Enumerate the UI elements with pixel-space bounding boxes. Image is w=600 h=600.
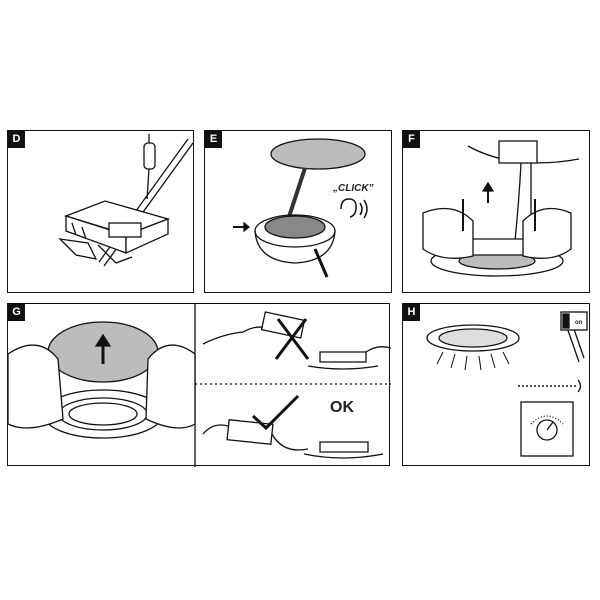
check-icon bbox=[251, 394, 300, 431]
junction-box-icon bbox=[58, 200, 171, 264]
left-hand bbox=[8, 344, 64, 429]
right-hand bbox=[145, 344, 196, 429]
panel-f-badge: F bbox=[403, 131, 420, 148]
screwdriver-icon bbox=[143, 134, 156, 200]
click-text: „CLICK” bbox=[332, 183, 374, 194]
ceiling-cutout bbox=[270, 138, 366, 170]
correct-example bbox=[202, 394, 384, 459]
right-hand bbox=[522, 207, 572, 259]
panel-h-illustration: on bbox=[426, 311, 588, 457]
up-arrow-icon bbox=[481, 181, 495, 203]
ok-text: OK bbox=[330, 399, 354, 416]
driver-box bbox=[498, 140, 538, 164]
left-hand bbox=[422, 207, 474, 259]
panel-d-illustration bbox=[58, 134, 194, 267]
panel-d: D bbox=[7, 130, 194, 293]
dimmer-switch-icon bbox=[520, 401, 574, 457]
panel-g-illustration: OK bbox=[8, 304, 391, 467]
panel-h: H on bbox=[402, 303, 590, 466]
panel-g: G bbox=[7, 303, 391, 467]
installed-downlight bbox=[426, 324, 520, 352]
panel-h-badge: H bbox=[403, 304, 420, 321]
panel-f-illustration bbox=[422, 140, 580, 277]
cross-icon bbox=[274, 318, 310, 360]
panel-e-illustration: „CLICK” bbox=[233, 138, 374, 278]
panel-f: F bbox=[402, 130, 590, 293]
panel-d-badge: D bbox=[8, 131, 25, 148]
panel-g-badge: G bbox=[8, 304, 25, 321]
panel-e-badge: E bbox=[205, 131, 222, 148]
led-module bbox=[254, 214, 336, 278]
wrong-example bbox=[202, 311, 391, 370]
up-arrow-icon bbox=[94, 333, 112, 364]
ear-icon bbox=[340, 198, 368, 219]
on-text: on bbox=[575, 320, 583, 326]
panel-e: E „CLICK” bbox=[204, 130, 392, 293]
light-rays bbox=[436, 351, 510, 371]
